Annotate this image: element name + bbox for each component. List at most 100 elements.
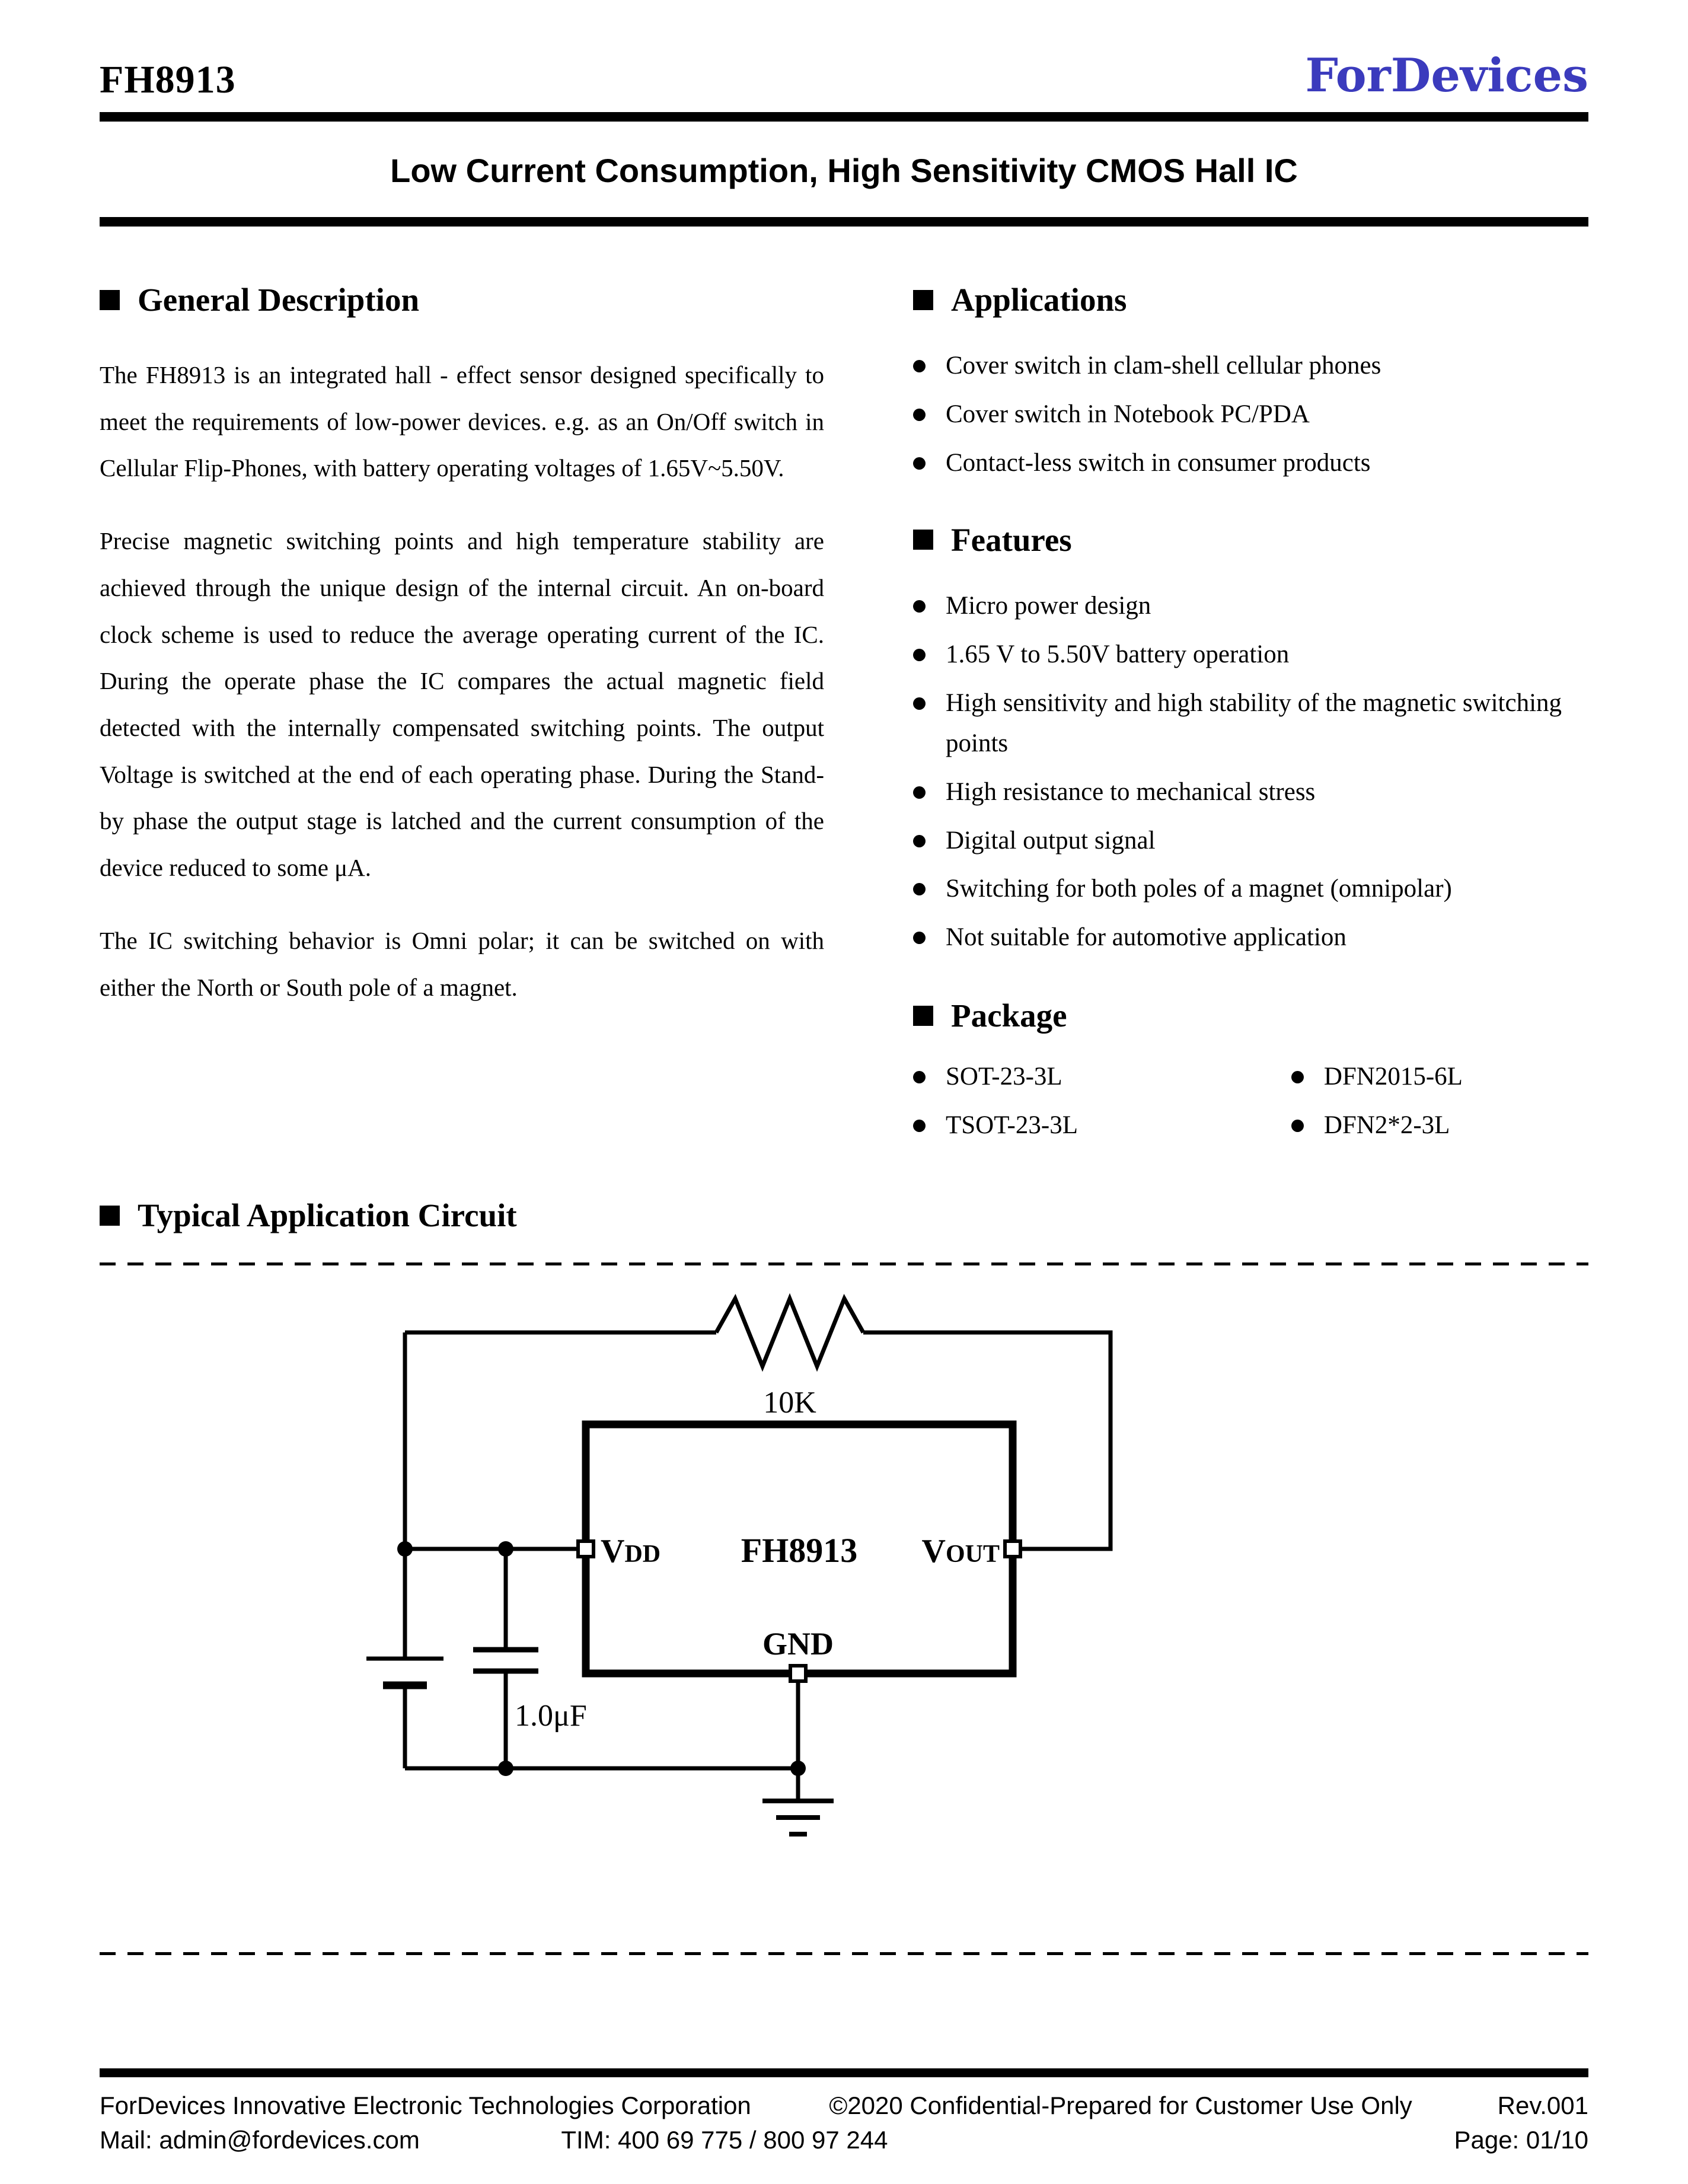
- footer-company: ForDevices Innovative Electronic Technol…: [100, 2091, 751, 2119]
- package-heading: Package: [913, 997, 1588, 1034]
- bullet-icon: [913, 648, 926, 661]
- list-item: Micro power design: [913, 586, 1588, 626]
- pin-terminals: [576, 1539, 1022, 1684]
- list-item-text: Not suitable for automotive application: [946, 923, 1346, 952]
- heading-label: Features: [951, 521, 1072, 558]
- footer-revision: Rev.001: [1497, 2091, 1588, 2119]
- description-paragraph: Precise magnetic switching points and hi…: [100, 527, 824, 882]
- header-rule: [100, 112, 1588, 122]
- heading-label: Package: [951, 997, 1067, 1034]
- footer-row-1: ForDevices Innovative Electronic Technol…: [100, 2091, 1588, 2120]
- list-item: SOT-23-3L: [913, 1057, 1291, 1097]
- header: FH8913 ForDevices: [100, 49, 1588, 103]
- list-item: High sensitivity and high stability of t…: [913, 683, 1588, 764]
- list-item: Switching for both poles of a magnet (om…: [913, 869, 1588, 909]
- list-item-text: TSOT-23-3L: [946, 1111, 1078, 1140]
- title-rule: [100, 217, 1588, 227]
- pullup-resistor: [714, 1293, 866, 1372]
- capacitor-label: 1.0μF: [515, 1699, 587, 1733]
- heading-label: Typical Application Circuit: [138, 1197, 517, 1234]
- list-item: Digital output signal: [913, 821, 1588, 861]
- dashed-separator-top: [100, 1262, 1588, 1266]
- list-item: DFN2015-6L: [1291, 1057, 1463, 1097]
- footer-phone: TIM: 400 69 775 / 800 97 244: [561, 2126, 888, 2154]
- list-item-text: 1.65 V to 5.50V battery operation: [946, 640, 1290, 668]
- ic-label: FH8913: [741, 1531, 858, 1570]
- bullet-icon: [913, 457, 926, 470]
- section-marker-icon: [100, 289, 120, 310]
- bullet-icon: [913, 1120, 926, 1133]
- battery-symbol: [366, 1656, 443, 1689]
- section-applications: Applications Cover switch in clam-shell …: [913, 281, 1588, 483]
- list-item: Cover switch in Notebook PC/PDA: [913, 394, 1588, 435]
- application-circuit-diagram: 10K 1.0μF FH8913 VDD VOUT GND: [366, 1293, 1113, 1837]
- applications-heading: Applications: [913, 281, 1588, 318]
- package-list-2: DFN2015-6L DFN2*2-3L: [1291, 1057, 1463, 1154]
- description-paragraph: The IC switching behavior is Omni polar;…: [100, 926, 824, 1001]
- section-marker-icon: [913, 289, 933, 310]
- footer-row-2: Mail: admin@fordevices.com TIM: 400 69 7…: [100, 2126, 1588, 2154]
- package-columns: SOT-23-3L TSOT-23-3L DFN2015-6L DFN2*2-3…: [913, 1034, 1588, 1154]
- section-package: Package SOT-23-3L TSOT-23-3L DFN2015-6L …: [913, 997, 1588, 1154]
- heading-label: Applications: [951, 282, 1127, 318]
- section-marker-icon: [913, 530, 933, 550]
- wires: [403, 1330, 1113, 1802]
- features-heading: Features: [913, 521, 1588, 559]
- footer-page-number: Page: 01/10: [1454, 2126, 1588, 2154]
- footer: ForDevices Innovative Electronic Technol…: [100, 2068, 1588, 2154]
- list-item-text: Contact-less switch in consumer products: [946, 448, 1371, 477]
- vout-pin-label: VOUT: [922, 1533, 1000, 1570]
- bullet-icon: [913, 932, 926, 945]
- bullet-icon: [913, 600, 926, 613]
- bullet-icon: [913, 360, 926, 372]
- bullet-icon: [913, 408, 926, 421]
- bullet-icon: [913, 786, 926, 799]
- list-item: Not suitable for automotive application: [913, 917, 1588, 958]
- list-item-text: DFN2015-6L: [1323, 1063, 1463, 1091]
- capacitor-symbol: [473, 1647, 538, 1674]
- section-marker-icon: [100, 1205, 120, 1226]
- footer-confidential: ©2020 Confidential-Prepared for Customer…: [829, 2091, 1412, 2119]
- list-item-text: DFN2*2-3L: [1323, 1111, 1450, 1140]
- bullet-icon: [1291, 1120, 1304, 1133]
- bullet-icon: [913, 883, 926, 896]
- resistor-label: 10K: [763, 1386, 816, 1420]
- bullet-icon: [913, 1071, 926, 1084]
- gnd-pin-label: GND: [762, 1626, 834, 1662]
- list-item: 1.65 V to 5.50V battery operation: [913, 635, 1588, 675]
- list-item-text: Cover switch in clam-shell cellular phon…: [946, 352, 1381, 380]
- section-features: Features Micro power design 1.65 V to 5.…: [913, 521, 1588, 958]
- general-description-heading: General Description: [100, 281, 824, 318]
- list-item: Contact-less switch in consumer products: [913, 443, 1588, 483]
- body-columns: General Description The FH8913 is an int…: [100, 281, 1588, 1154]
- package-list-1: SOT-23-3L TSOT-23-3L: [913, 1057, 1291, 1154]
- dashed-separator-bottom: [100, 1952, 1588, 1956]
- doc-title: Low Current Consumption, High Sensitivit…: [390, 152, 1298, 189]
- list-item-text: Cover switch in Notebook PC/PDA: [946, 400, 1310, 428]
- list-item-text: Digital output signal: [946, 826, 1156, 855]
- company-logo: ForDevices: [1305, 49, 1588, 103]
- list-item: High resistance to mechanical stress: [913, 772, 1588, 812]
- list-item-text: Switching for both poles of a magnet (om…: [946, 875, 1452, 903]
- section-general-description: General Description The FH8913 is an int…: [100, 281, 824, 1154]
- section-marker-icon: [913, 1005, 933, 1026]
- bullet-icon: [1291, 1071, 1304, 1084]
- gnd-pin-terminal: [789, 1664, 808, 1684]
- list-item-text: SOT-23-3L: [946, 1063, 1062, 1091]
- ground-symbol: [762, 1799, 834, 1837]
- junction-dot: [790, 1761, 806, 1777]
- circuit-heading: Typical Application Circuit: [100, 1197, 1588, 1234]
- vdd-pin-label: VDD: [601, 1533, 660, 1570]
- footer-mail: Mail: admin@fordevices.com: [100, 2126, 420, 2154]
- vout-pin-terminal: [1003, 1539, 1022, 1559]
- list-item: Cover switch in clam-shell cellular phon…: [913, 346, 1588, 386]
- list-item: DFN2*2-3L: [1291, 1105, 1463, 1146]
- vdd-pin-terminal: [576, 1539, 595, 1559]
- junction-dot: [498, 1761, 513, 1777]
- junction-dot: [498, 1541, 513, 1557]
- bullet-icon: [913, 697, 926, 710]
- junction-dots: [397, 1541, 806, 1777]
- footer-rule: [100, 2068, 1588, 2077]
- features-list: Micro power design 1.65 V to 5.50V batte…: [913, 586, 1588, 958]
